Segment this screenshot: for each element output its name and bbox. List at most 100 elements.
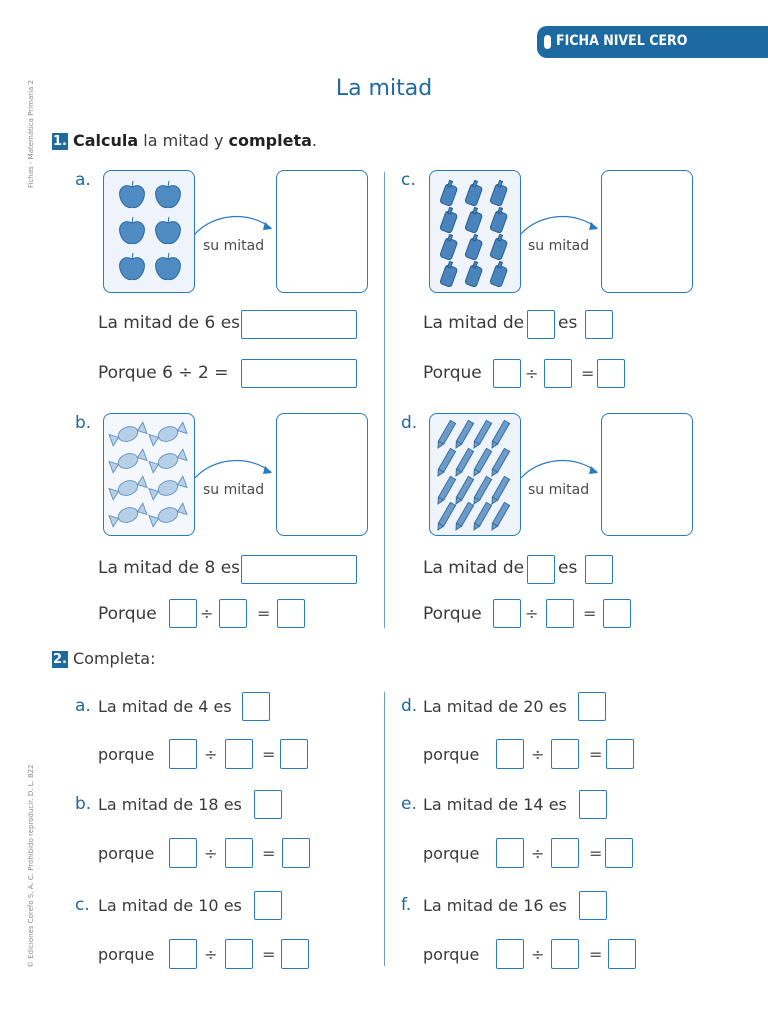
answer-box[interactable] <box>585 555 613 584</box>
item-letter: c. <box>401 170 416 190</box>
reason-line: Porque <box>423 363 482 383</box>
equals-sign: = <box>262 945 276 964</box>
answer-box[interactable] <box>169 599 197 628</box>
exercise-2-heading: 2. Completa: <box>52 649 155 668</box>
equals-sign: = <box>262 844 276 863</box>
answer-box[interactable] <box>241 310 357 339</box>
page-title: La mitad <box>335 76 433 101</box>
exercise-2-label: Completa: <box>73 649 156 668</box>
pencils-picture <box>429 413 521 536</box>
reason-line: porque <box>98 745 155 764</box>
answer-box[interactable] <box>597 359 625 388</box>
divide-sign: ÷ <box>204 844 218 863</box>
exercise-1-number: 1. <box>52 133 68 150</box>
answer-box[interactable] <box>254 891 282 920</box>
answer-drawing-frame[interactable] <box>601 413 693 536</box>
apple-icon <box>119 180 181 280</box>
answer-box[interactable] <box>551 939 579 969</box>
equals-sign: = <box>262 745 276 764</box>
header-tab-label: FICHA NIVEL CERO <box>556 33 688 49</box>
answer-box[interactable] <box>579 790 607 819</box>
exercise-1-heading: 1.Calcula la mitad y completa. <box>52 131 317 150</box>
arrow-icon <box>520 459 598 479</box>
answer-box[interactable] <box>496 939 524 969</box>
statement-line: La mitad de 20 es <box>423 697 567 716</box>
column-divider <box>384 692 385 966</box>
answer-box[interactable] <box>544 359 572 388</box>
tab-marker-icon <box>544 35 551 49</box>
answer-box[interactable] <box>546 599 574 628</box>
answer-box[interactable] <box>225 838 253 868</box>
divide-sign: ÷ <box>531 844 545 863</box>
answer-box[interactable] <box>606 739 634 769</box>
apples-picture <box>103 170 195 293</box>
answer-box[interactable] <box>585 310 613 339</box>
reason-line: Porque <box>98 604 157 624</box>
answer-box[interactable] <box>608 939 636 969</box>
reason-line: porque <box>98 945 155 964</box>
answer-drawing-frame[interactable] <box>276 413 368 536</box>
reason-line: porque <box>423 945 480 964</box>
item-letter: b. <box>75 413 92 433</box>
answer-box[interactable] <box>281 939 309 969</box>
answer-box[interactable] <box>551 739 579 769</box>
reason-line: Porque <box>423 604 482 624</box>
instruction-end: . <box>311 131 317 150</box>
item-letter: d. <box>401 696 418 716</box>
answer-box[interactable] <box>169 939 197 969</box>
answer-box[interactable] <box>603 599 631 628</box>
answer-box[interactable] <box>579 891 607 920</box>
side-copyright: © Ediciones Corefo S. A. C. Prohibido re… <box>27 764 35 968</box>
divide-sign: ÷ <box>525 604 539 623</box>
answer-box[interactable] <box>496 838 524 868</box>
statement-line: La mitad de 10 es <box>98 896 242 915</box>
column-divider <box>384 172 385 628</box>
equals-sign: = <box>581 364 595 383</box>
equals-sign: = <box>589 844 603 863</box>
arrow-label: su mitad <box>528 238 590 254</box>
statement-line: La mitad de <box>423 313 525 333</box>
statement-line: La mitad de <box>423 558 525 578</box>
answer-box[interactable] <box>169 739 197 769</box>
pencil-icon <box>437 419 511 531</box>
divide-sign: ÷ <box>200 604 214 623</box>
item-letter: e. <box>401 794 417 814</box>
candy-icon <box>108 421 188 528</box>
answer-box[interactable] <box>493 599 521 628</box>
header-tab: FICHA NIVEL CERO <box>537 26 768 58</box>
answer-box[interactable] <box>527 555 555 584</box>
answer-box[interactable] <box>241 359 357 388</box>
answer-box[interactable] <box>282 838 310 868</box>
exercise-2-number: 2. <box>52 651 68 668</box>
answer-box[interactable] <box>225 739 253 769</box>
arrow-icon <box>194 459 272 479</box>
answer-box[interactable] <box>280 739 308 769</box>
answer-box[interactable] <box>493 359 521 388</box>
statement-line: La mitad de 4 es <box>98 697 232 716</box>
answer-box[interactable] <box>551 838 579 868</box>
arrow-icon <box>194 215 272 235</box>
answer-box[interactable] <box>578 692 606 721</box>
candies-picture <box>103 413 195 536</box>
instruction-middle: la mitad y <box>138 131 229 150</box>
answer-box[interactable] <box>242 692 270 721</box>
item-letter: c. <box>75 895 90 915</box>
answer-box[interactable] <box>605 838 633 868</box>
answer-box[interactable] <box>254 790 282 819</box>
answer-drawing-frame[interactable] <box>276 170 368 293</box>
answer-box[interactable] <box>241 555 357 584</box>
reason-line: porque <box>98 844 155 863</box>
instruction-calcula: Calcula <box>73 131 139 150</box>
answer-box[interactable] <box>219 599 247 628</box>
arrow-label: su mitad <box>203 482 265 498</box>
answer-box[interactable] <box>277 599 305 628</box>
answer-drawing-frame[interactable] <box>601 170 693 293</box>
answer-box[interactable] <box>225 939 253 969</box>
item-letter: a. <box>75 170 91 190</box>
statement-line: La mitad de 16 es <box>423 896 567 915</box>
divide-sign: ÷ <box>204 945 218 964</box>
answer-box[interactable] <box>169 838 197 868</box>
answer-box[interactable] <box>496 739 524 769</box>
reason-line: porque <box>423 844 480 863</box>
answer-box[interactable] <box>527 310 555 339</box>
